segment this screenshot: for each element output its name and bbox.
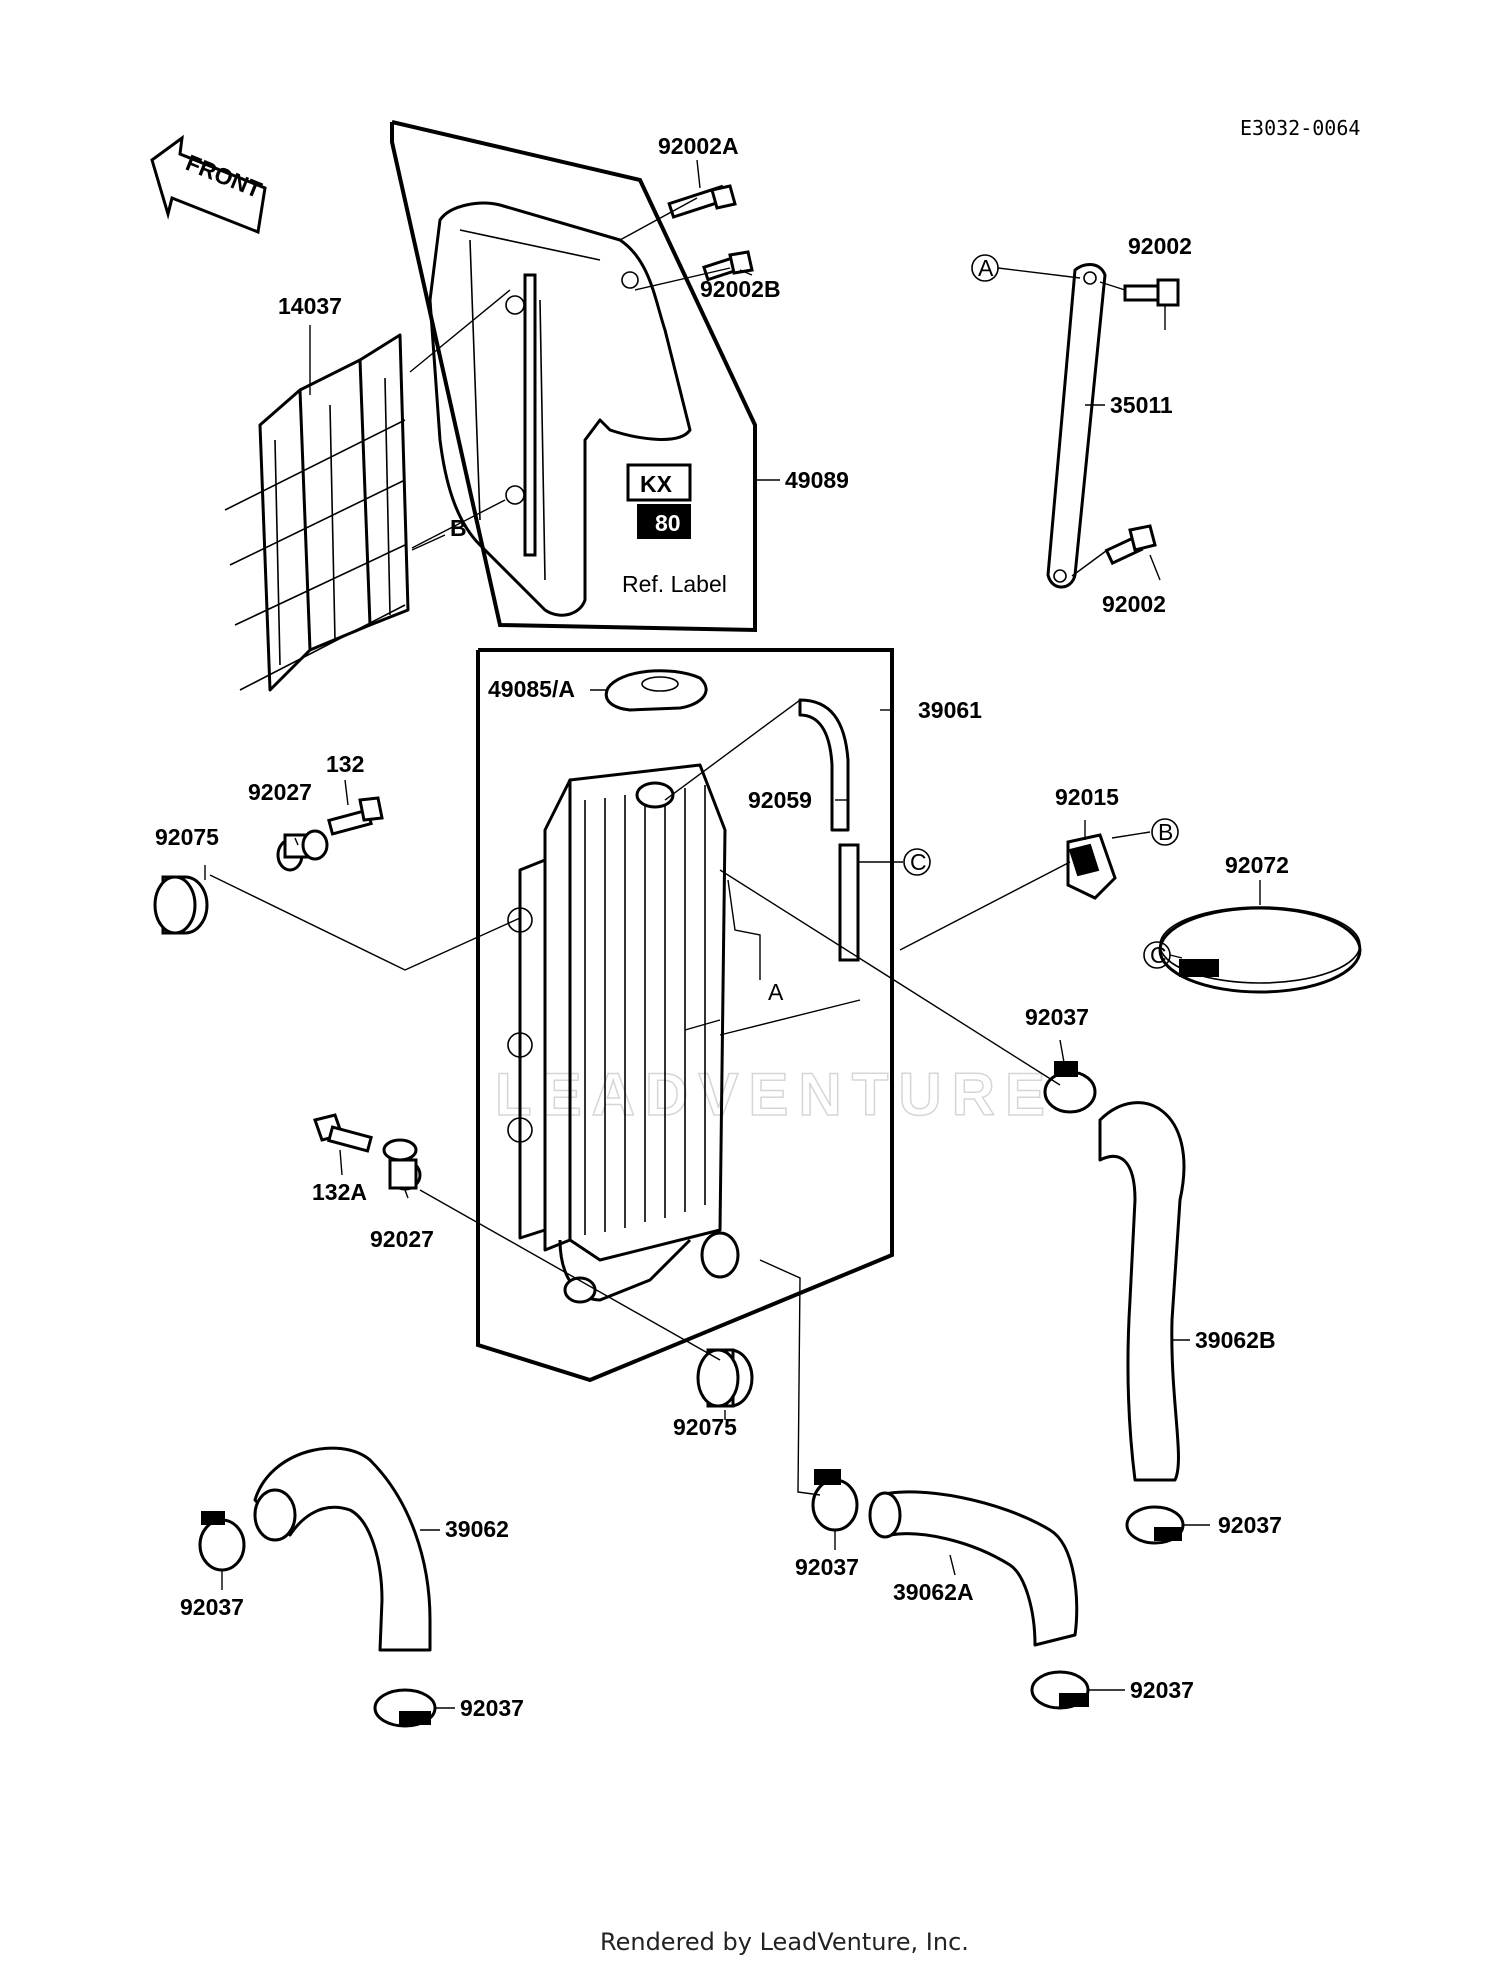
callout-c-left: C — [1150, 942, 1167, 968]
radiator-screen — [224, 333, 410, 692]
radiator-core — [507, 763, 740, 1304]
collar-92027-top — [276, 829, 329, 872]
callout-92037-bottom-left: 92037 — [460, 1695, 524, 1721]
collar-92027-bottom — [382, 1138, 422, 1191]
radiator-shroud — [428, 201, 692, 617]
callout-39062b: 39062B — [1195, 1327, 1276, 1353]
callout-c-right: C — [910, 849, 927, 875]
clamp-92037-left — [198, 1511, 246, 1572]
footer-credit: Rendered by LeadVenture, Inc. — [600, 1928, 969, 1956]
band-92072 — [1158, 906, 1362, 994]
callout-92027-bottom: 92027 — [370, 1226, 434, 1252]
watermark-text: LEADVENTURE — [495, 1061, 1055, 1128]
callout-39062a: 39062A — [893, 1579, 974, 1605]
callout-92037-right: 92037 — [1218, 1512, 1282, 1538]
callout-14037: 14037 — [278, 293, 342, 319]
callout-a-top: A — [978, 255, 994, 281]
leader-lines — [204, 159, 1261, 1709]
callout-92037-upper: 92037 — [1025, 1004, 1089, 1030]
callout-92072: 92072 — [1225, 852, 1289, 878]
callout-92015: 92015 — [1055, 784, 1119, 810]
callout-92027-top: 92027 — [248, 779, 312, 805]
bolt-92002a — [667, 184, 737, 219]
kx-decal: KX 80 — [626, 463, 692, 539]
callout-92002-top: 92002 — [1128, 233, 1192, 259]
callout-35011: 35011 — [1110, 392, 1173, 418]
clamp-92037-right — [1125, 1505, 1185, 1545]
hose-39062b — [1098, 1101, 1186, 1482]
callout-92037-bottom-right: 92037 — [1130, 1677, 1194, 1703]
callout-132a: 132A — [312, 1179, 367, 1205]
callout-b-left: B — [450, 515, 467, 541]
bolt-132a — [313, 1113, 373, 1153]
callout-39061: 39061 — [918, 697, 982, 723]
callout-92059: 92059 — [748, 787, 812, 813]
callout-labels: 92002A 92002B 14037 49089 B 92002 A 3501… — [155, 133, 1289, 1721]
shroud-frame — [390, 120, 757, 633]
clip-92015 — [1066, 833, 1117, 900]
hose-39062 — [253, 1446, 432, 1652]
decal-text: KX — [640, 471, 673, 497]
callout-49089: 49089 — [785, 467, 849, 493]
callout-92002-bottom: 92002 — [1102, 591, 1166, 617]
bolt-92002-bottom — [1104, 524, 1157, 566]
callout-49085a: 49085/A — [488, 676, 575, 702]
callout-92002b: 92002B — [700, 276, 781, 302]
clamp-92037-bottom-left — [373, 1688, 437, 1728]
radiator-frame — [476, 648, 894, 1383]
callout-b-right: B — [1158, 819, 1173, 845]
decal-number: 80 — [655, 510, 681, 536]
callout-92037-mid: 92037 — [795, 1554, 859, 1580]
radiator-cap — [604, 669, 708, 712]
callout-92002a: 92002A — [658, 133, 739, 159]
clamp-92037-upper — [1043, 1061, 1097, 1114]
diagram-code: E3032-0064 — [1240, 116, 1360, 140]
bolt-132 — [327, 796, 384, 836]
radiator-stay — [1046, 263, 1107, 589]
overflow-tube — [798, 698, 860, 962]
callout-92075-left: 92075 — [155, 824, 219, 850]
front-arrow-icon: FRONT — [150, 134, 267, 235]
clamp-92037-mid — [811, 1469, 859, 1532]
cap-92075-bottom — [696, 1348, 754, 1408]
callout-92037-left: 92037 — [180, 1594, 244, 1620]
callout-39062: 39062 — [445, 1516, 509, 1542]
ref-label: Ref. Label — [622, 571, 727, 597]
clamp-92037-bottom-right — [1030, 1670, 1090, 1710]
callout-a-mid: A — [768, 979, 784, 1005]
cap-92075-left — [153, 875, 209, 935]
hose-39062a — [868, 1490, 1079, 1647]
callout-92075-bottom: 92075 — [673, 1414, 737, 1440]
callout-132: 132 — [326, 751, 364, 777]
bolt-92002-top — [1123, 278, 1180, 307]
